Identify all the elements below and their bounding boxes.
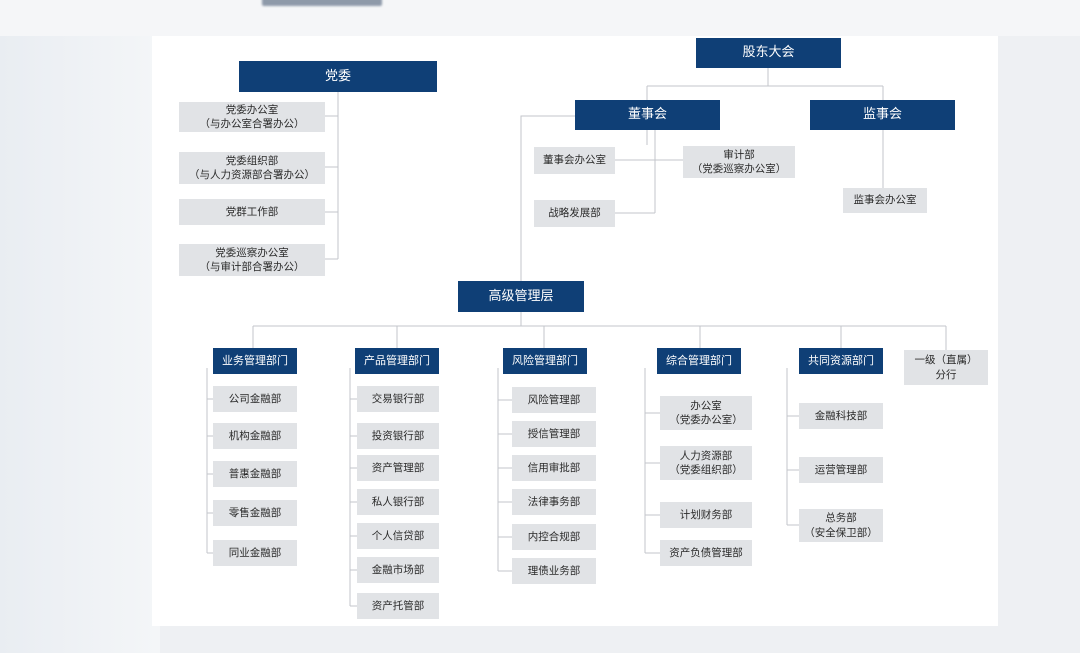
cropped-title bbox=[262, 0, 382, 6]
dept-node: 信用审批部 bbox=[512, 455, 596, 481]
slide-header-strip bbox=[0, 0, 1080, 36]
dept-node: 普惠金融部 bbox=[213, 461, 297, 487]
board-node: 董事会 bbox=[575, 100, 720, 130]
party-committee-node: 党委 bbox=[239, 61, 437, 92]
division-header-general: 综合管理部门 bbox=[657, 348, 741, 374]
party-unit-node: 党委巡察办公室 （与审计部合署办公） bbox=[179, 244, 325, 276]
dept-node: 私人银行部 bbox=[357, 489, 439, 515]
division-header-business: 业务管理部门 bbox=[213, 348, 297, 374]
division-header-risk: 风险管理部门 bbox=[503, 348, 587, 374]
dept-node: 公司金融部 bbox=[213, 386, 297, 412]
dept-node: 资产托管部 bbox=[357, 593, 439, 619]
dept-node: 法律事务部 bbox=[512, 489, 596, 515]
division-header-product: 产品管理部门 bbox=[355, 348, 439, 374]
dept-node: 金融市场部 bbox=[357, 557, 439, 583]
dept-node: 运营管理部 bbox=[799, 457, 883, 483]
dept-node: 交易银行部 bbox=[357, 386, 439, 412]
strategy-dept-node: 战略发展部 bbox=[534, 200, 615, 227]
dept-node: 计划财务部 bbox=[660, 502, 752, 528]
dept-node: 授信管理部 bbox=[512, 421, 596, 447]
dept-node: 总务部 （安全保卫部） bbox=[799, 509, 883, 542]
dept-node: 同业金融部 bbox=[213, 540, 297, 566]
branches-node: 一级（直属） 分行 bbox=[904, 350, 988, 385]
dept-node: 人力资源部 （党委组织部） bbox=[660, 446, 752, 480]
dept-node: 风险管理部 bbox=[512, 387, 596, 413]
dept-node: 内控合规部 bbox=[512, 524, 596, 550]
dept-node: 理债业务部 bbox=[512, 558, 596, 584]
dept-node: 金融科技部 bbox=[799, 403, 883, 429]
dept-node: 资产管理部 bbox=[357, 455, 439, 481]
senior-management-node: 高级管理层 bbox=[458, 281, 584, 312]
party-unit-node: 党委组织部 （与人力资源部合署办公） bbox=[179, 152, 325, 184]
dept-node: 办公室 （党委办公室） bbox=[660, 396, 752, 430]
dept-node: 资产负债管理部 bbox=[660, 540, 752, 566]
party-unit-node: 党委办公室 （与办公室合署办公） bbox=[179, 102, 325, 132]
dept-node: 个人信贷部 bbox=[357, 523, 439, 549]
dept-node: 投资银行部 bbox=[357, 423, 439, 449]
page-background bbox=[0, 0, 160, 653]
dept-node: 机构金融部 bbox=[213, 423, 297, 449]
party-unit-node: 党群工作部 bbox=[179, 199, 325, 225]
shareholders-meeting-node: 股东大会 bbox=[696, 38, 841, 68]
supervisors-node: 监事会 bbox=[810, 100, 955, 130]
dept-node: 零售金融部 bbox=[213, 500, 297, 526]
division-header-shared: 共同资源部门 bbox=[799, 348, 883, 374]
supervisor-office-node: 监事会办公室 bbox=[843, 188, 927, 213]
audit-dept-node: 审计部 （党委巡察办公室） bbox=[683, 146, 795, 178]
board-office-node: 董事会办公室 bbox=[534, 147, 615, 174]
